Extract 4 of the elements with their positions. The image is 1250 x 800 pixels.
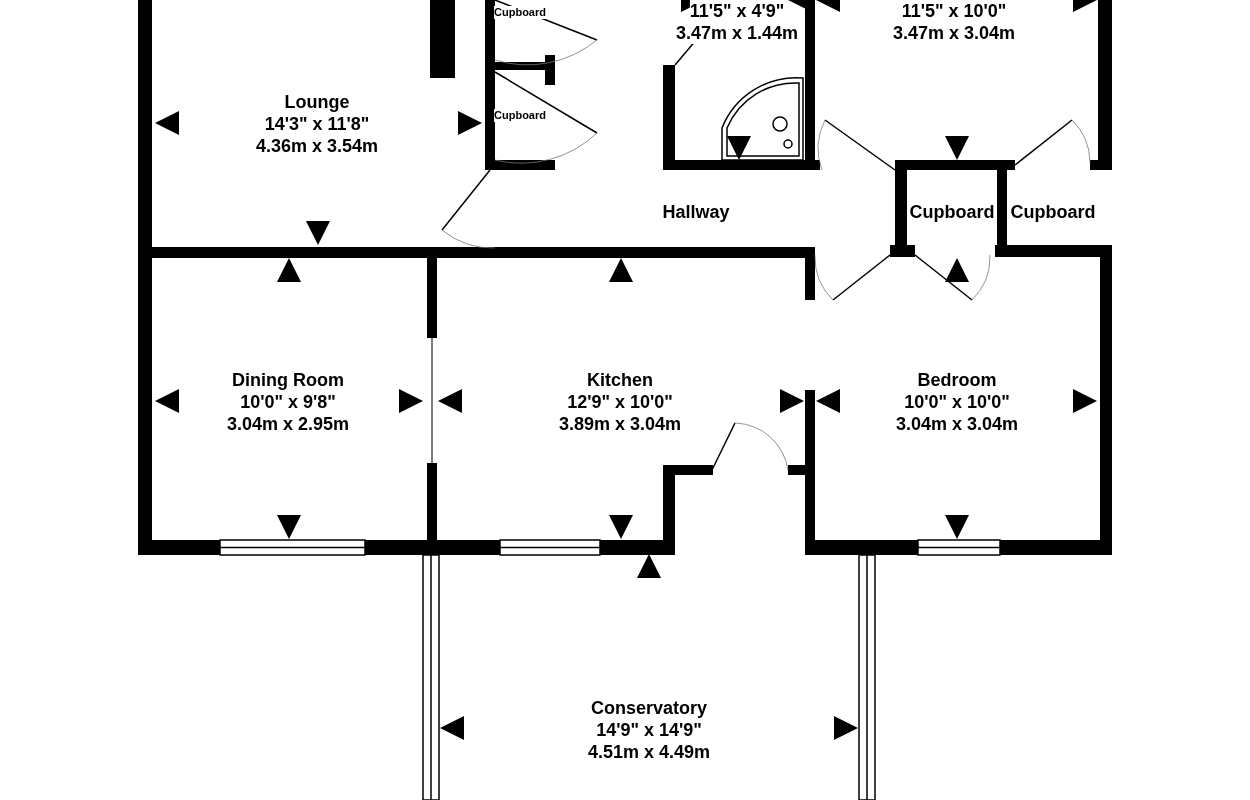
room-name: Cupboard — [494, 6, 546, 19]
room-name: Cupboard — [494, 109, 546, 122]
room-dimensions: 11'5" x 4'9" — [689, 0, 785, 22]
room-dimensions: 3.47m x 1.44m — [675, 22, 799, 44]
